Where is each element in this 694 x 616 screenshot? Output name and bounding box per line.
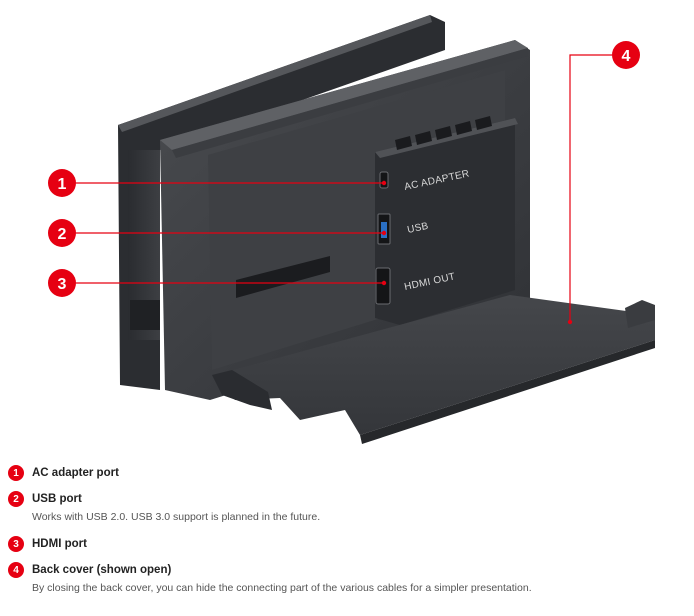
hdmi-port [375,267,391,305]
callout-badge-4: 4 [612,41,640,69]
back-cover [212,295,655,444]
usb-label: USB [406,221,429,236]
legend-description: Works with USB 2.0. USB 3.0 support is p… [32,511,321,523]
legend-title: HDMI port [32,538,87,550]
callout-badge-3: 3 [48,269,76,297]
callout-badge-1: 1 [48,169,76,197]
port-block: AC ADAPTER USB HDMI OUT [375,116,518,325]
dock-diagram: AC ADAPTER USB HDMI OUT 1 2 3 4 [48,15,655,444]
callout-number-3: 3 [58,276,67,293]
callout-number-1: 1 [58,176,67,193]
legend-badge: 2 [8,491,24,507]
legend-badge: 1 [8,465,24,481]
legend-title: Back cover (shown open) [32,564,172,576]
callout-line-4 [569,54,612,322]
legend-badge: 4 [8,562,24,578]
legend-badge: 3 [8,536,24,552]
callout-lines [76,54,612,322]
dock-front-panel [118,15,445,390]
legend-item-back-cover: 4 Back cover (shown open) By closing the… [8,561,688,594]
ac-port [379,171,389,189]
callout-badge-2: 2 [48,219,76,247]
legend-item-usb: 2 USB port Works with USB 2.0. USB 3.0 s… [8,490,688,523]
legend-title: AC adapter port [32,467,119,479]
callout-number-4: 4 [622,48,631,65]
callout-number-2: 2 [58,226,67,243]
legend-title: USB port [32,493,82,505]
legend-item-hdmi: 3 HDMI port [8,535,688,553]
legend-item-ac-adapter: 1 AC adapter port [8,464,688,482]
legend-description: By closing the back cover, you can hide … [32,582,532,594]
